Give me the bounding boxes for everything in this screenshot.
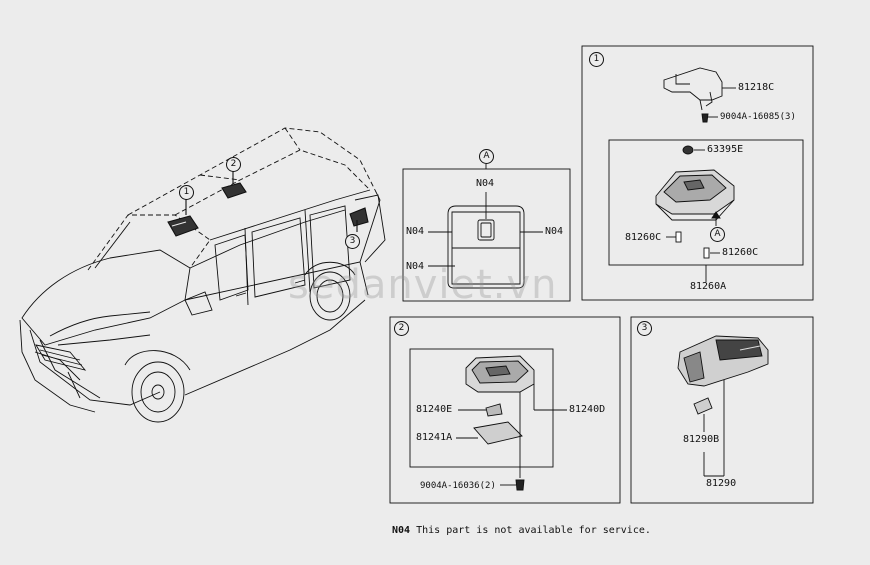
callout-a-in-box-1: A	[710, 227, 725, 242]
vehicle-lamp-parts	[167, 170, 369, 237]
footnote: N04 This part is not available for servi…	[392, 525, 651, 536]
footnote-text: This part is not available for service.	[416, 525, 651, 536]
callout-2-vehicle: 2	[226, 157, 241, 172]
part-bracket-label: 81218C	[738, 82, 775, 93]
callout-3-box: 3	[637, 321, 652, 336]
footnote-code: N04	[392, 525, 411, 536]
box-a	[402, 164, 571, 302]
callout-a-box: A	[479, 149, 494, 164]
part-bulb-left-label: 81260C	[625, 232, 662, 243]
box-a-code-right: N04	[545, 226, 564, 237]
part-map-lamp-assembly-label: 81260A	[690, 281, 727, 292]
part-luggage-lamp-assembly-label: 81290	[706, 478, 737, 489]
part-dome-lens-label: 81241A	[416, 432, 453, 443]
box-2	[389, 316, 621, 504]
part-cap-label: 63395E	[707, 144, 744, 155]
box-3	[630, 316, 814, 504]
watermark: sedanviet.vn	[288, 262, 558, 308]
part-screw-1-label: 9004A-16085(3)	[720, 112, 796, 122]
box-a-code-bottom: N04	[406, 261, 425, 272]
part-luggage-bulb-label: 81290B	[683, 434, 720, 445]
callout-2-box: 2	[394, 321, 409, 336]
callout-1-vehicle: 1	[179, 185, 194, 200]
box-a-code-left: N04	[406, 226, 425, 237]
box-1	[581, 45, 814, 301]
part-screw-2-label: 9004A-16036(2)	[420, 481, 496, 491]
part-dome-lamp-assembly-label: 81240D	[569, 404, 606, 415]
part-bulb-right-label: 81260C	[722, 247, 759, 258]
vehicle-outline	[19, 127, 386, 423]
callout-3-vehicle: 3	[345, 234, 360, 249]
part-dome-bulb-label: 81240E	[416, 404, 453, 415]
callout-1-box: 1	[589, 52, 604, 67]
box-a-code-top: N04	[476, 178, 495, 189]
